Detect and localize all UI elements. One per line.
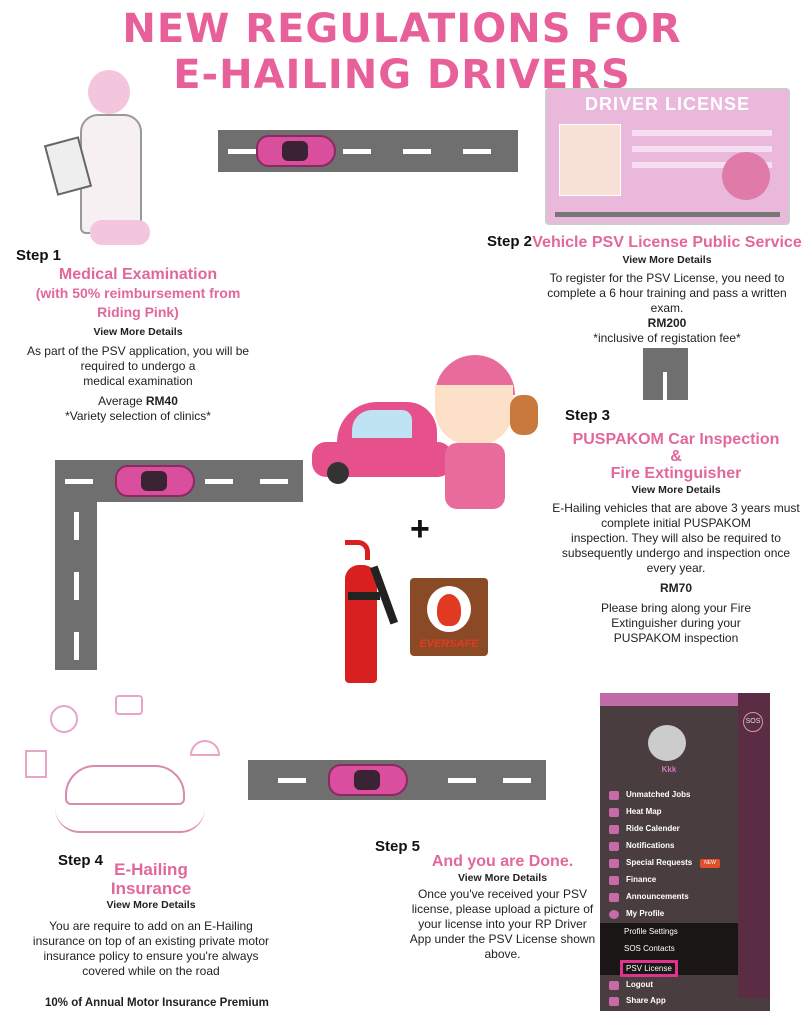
step-2-view-more-link[interactable]: View More Details — [622, 254, 712, 266]
step-5-body: Once you've received your PSV — [417, 887, 588, 901]
eversafe-logo-text: EVERSAFE — [419, 638, 479, 650]
step-5-view-more-link[interactable]: View More Details — [457, 872, 548, 884]
submenu-psv-license[interactable]: PSV License — [620, 960, 678, 977]
step-4-body: insurance policy to ensure you're always — [43, 949, 259, 963]
step-1-title-3: Riding Pink) — [97, 304, 179, 320]
step-3-title-2: & — [670, 448, 682, 465]
step-4-title-1: E-Hailing — [114, 860, 188, 879]
step-5-body: your license into your RP Driver — [418, 917, 587, 931]
pink-car-illustration — [312, 402, 452, 487]
road-2-vertical — [55, 502, 97, 670]
step-4-view-more-link[interactable]: View More Details — [106, 899, 196, 911]
app-screenshot: SOS Kkk Unmatched Jobs Heat Map Ride Cal… — [600, 693, 770, 1011]
step-5-block: And you are Done. View More Details Once… — [400, 852, 605, 962]
menu-finance[interactable]: Finance — [626, 875, 657, 884]
step-3-label: Step 3 — [565, 407, 611, 424]
step-3-block: PUSPAKOM Car Inspection & Fire Extinguis… — [548, 430, 804, 646]
step-4-price: 10% of Annual Motor Insurance Premium — [45, 997, 269, 1009]
step-1-view-more-link[interactable]: View More Details — [93, 326, 183, 338]
road-2-horizontal — [55, 460, 303, 502]
step-4-block: E-Hailing Insurance View More Details Yo… — [20, 860, 282, 979]
step-4-body: covered while on the road — [82, 964, 220, 978]
step-1-title-2: (with 50% reimbursement from — [35, 285, 241, 301]
step-1-price: Average RM40 — [98, 394, 178, 408]
step-3-body: subsequently undergo and inspection once — [561, 546, 791, 560]
step-1-title-1: Medical Examination — [58, 266, 218, 283]
insurance-illustration — [25, 690, 235, 840]
step-1-label: Step 1 — [16, 247, 62, 264]
step-3-title-1: PUSPAKOM Car Inspection — [572, 431, 780, 448]
menu-share-app[interactable]: Share App — [626, 996, 666, 1005]
mechanic-girl-illustration — [430, 355, 545, 510]
car-icon — [115, 465, 195, 497]
step-5-label: Step 5 — [375, 838, 421, 855]
menu-notifications[interactable]: Notifications — [626, 841, 675, 850]
step-3-price: RM70 — [659, 581, 692, 595]
road-stub — [643, 348, 688, 400]
sos-button[interactable]: SOS — [743, 712, 763, 732]
car-icon — [328, 764, 408, 796]
step-5-body: App under the PSV License shown — [409, 932, 596, 946]
fire-extinguisher-icon — [330, 540, 400, 685]
step-3-body: complete initial PUSPAKOM — [601, 516, 751, 530]
step-1-note: *Variety selection of clinics* — [65, 409, 211, 423]
step-1-body: As part of the PSV application, you will… — [26, 344, 250, 358]
driver-license-card: DRIVER LICENSE — [545, 88, 790, 225]
submenu-profile-settings[interactable]: Profile Settings — [624, 927, 678, 936]
step-3-body: E-Hailing vehicles that are above 3 year… — [552, 501, 800, 515]
road-3 — [248, 760, 546, 800]
plus-sign: + — [410, 510, 430, 548]
step-3-body: inspection. They will also be required t… — [571, 531, 781, 545]
step-5-body: above. — [484, 947, 521, 961]
menu-ride-calender[interactable]: Ride Calender — [626, 824, 680, 833]
step-3-view-more-link[interactable]: View More Details — [631, 484, 721, 496]
menu-announcements[interactable]: Announcements — [626, 892, 689, 901]
avatar — [648, 725, 686, 761]
step-3-note: PUSPAKOM inspection — [613, 631, 739, 645]
step-4-label: Step 4 — [58, 852, 104, 869]
menu-special-requests[interactable]: Special Requests — [626, 858, 693, 867]
new-badge: NEW — [700, 859, 720, 868]
step-2-body: complete a 6 hour training and pass a wr… — [547, 286, 787, 300]
step-2-body: To register for the PSV License, you nee… — [549, 271, 785, 285]
submenu-sos-contacts[interactable]: SOS Contacts — [624, 944, 675, 953]
step-1-body: medical examination — [83, 374, 193, 388]
step-3-note: Please bring along your Fire — [600, 601, 752, 615]
step-4-title-2: Insurance — [110, 879, 192, 898]
step-2-body: exam. — [650, 301, 684, 315]
step-3-body: every year. — [646, 561, 706, 575]
step-2-note: *inclusive of registation fee* — [593, 331, 741, 345]
step-2-block: Vehicle PSV License Public Service View … — [530, 233, 804, 346]
username: Kkk — [661, 765, 677, 774]
step-3-title-3: Fire Extinguisher — [610, 465, 742, 482]
menu-logout[interactable]: Logout — [626, 980, 654, 989]
title-line-1: NEW REGULATIONS FOR — [122, 6, 682, 52]
license-header: DRIVER LICENSE — [584, 94, 751, 114]
menu-unmatched-jobs[interactable]: Unmatched Jobs — [626, 790, 691, 799]
step-3-note: Extinguisher during your — [611, 616, 741, 630]
menu-heat-map[interactable]: Heat Map — [626, 807, 662, 816]
step-5-title: And you are Done. — [431, 853, 574, 870]
car-icon — [256, 135, 336, 167]
step-5-body: license, please upload a picture of — [411, 902, 594, 916]
eversafe-logo: EVERSAFE — [410, 578, 488, 656]
step-2-label: Step 2 — [487, 233, 533, 250]
road-1 — [218, 130, 518, 172]
step-1-block: Medical Examination (with 50% reimbursem… — [22, 265, 254, 424]
step-1-body: required to undergo a — [80, 359, 196, 373]
step-4-body: insurance on top of an existing private … — [32, 934, 270, 948]
step-2-title: Vehicle PSV License Public Service — [532, 234, 802, 251]
step-4-body: You are require to add on an E-Hailing — [49, 919, 253, 933]
doctor-illustration — [43, 70, 170, 245]
menu-my-profile[interactable]: My Profile — [626, 909, 665, 918]
step-2-price: RM200 — [647, 316, 687, 330]
